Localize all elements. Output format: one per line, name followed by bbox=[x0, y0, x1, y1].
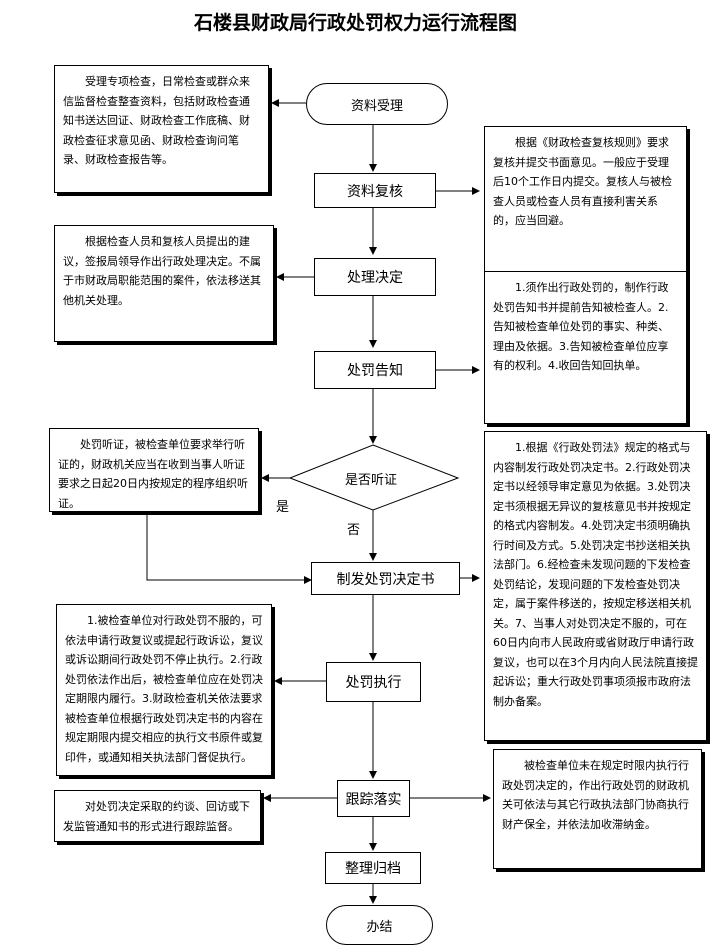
arrow-hearing-note-to-issue bbox=[146, 512, 312, 584]
step-execute: 处罚执行 bbox=[326, 662, 421, 702]
end-terminal: 办结 bbox=[326, 905, 433, 945]
note-follow-left: 对处罚决定采取的约谈、回访或下发监管通知书的形式进行跟踪监督。 bbox=[54, 790, 261, 842]
note-execute: 1.被检查单位对行政处罚不服的，可依法申请行政复议或提起行政诉讼，复议或诉讼期间… bbox=[56, 604, 272, 776]
note-notice: 1.须作出行政处罚的，制作行政处罚告知书并提前告知被检查人。2.告知被检查单位处… bbox=[484, 271, 687, 424]
hearing-diamond bbox=[288, 444, 460, 511]
step-archive: 整理归档 bbox=[325, 852, 421, 884]
step-hearing-label: 是否听证 bbox=[345, 473, 398, 488]
note-accept: 受理专项检查，日常检查或群众来信监督检查整查资料，包括财政检查通知书送达回证、财… bbox=[54, 65, 269, 193]
page-title: 石楼县财政局行政处罚权力运行流程图 bbox=[193, 12, 517, 34]
step-decision: 处理决定 bbox=[314, 258, 436, 296]
start-terminal: 资料受理 bbox=[306, 83, 448, 125]
branch-yes-label: 是 bbox=[276, 500, 290, 515]
step-review: 资料复核 bbox=[314, 173, 436, 208]
note-decision: 根据检查人员和复核人员提出的建议，签报局领导作出行政处理决定。不属于市财政局职能… bbox=[54, 225, 274, 342]
note-follow-right: 被检查单位未在规定时限内执行行政处罚决定的，作出行政处罚的财政机关可依法与其它行… bbox=[493, 749, 702, 869]
step-follow: 跟踪落实 bbox=[337, 780, 410, 817]
note-hearing: 处罚听证，被检查单位要求举行听证的，财政机关应当在收到当事人听证要求之日起20日… bbox=[49, 428, 259, 512]
step-issue: 制发处罚决定书 bbox=[311, 562, 460, 595]
note-review: 根据《财政检查复核规则》要求复核并提交书面意见。一般应于受理后10个工作日内提交… bbox=[484, 126, 687, 286]
note-issue: 1.根据《行政处罚法》规定的格式与内容制发行政处罚决定书。2.行政处罚决定书以经… bbox=[484, 431, 707, 741]
step-notice: 处罚告知 bbox=[314, 351, 436, 389]
branch-no-label: 否 bbox=[347, 523, 361, 538]
